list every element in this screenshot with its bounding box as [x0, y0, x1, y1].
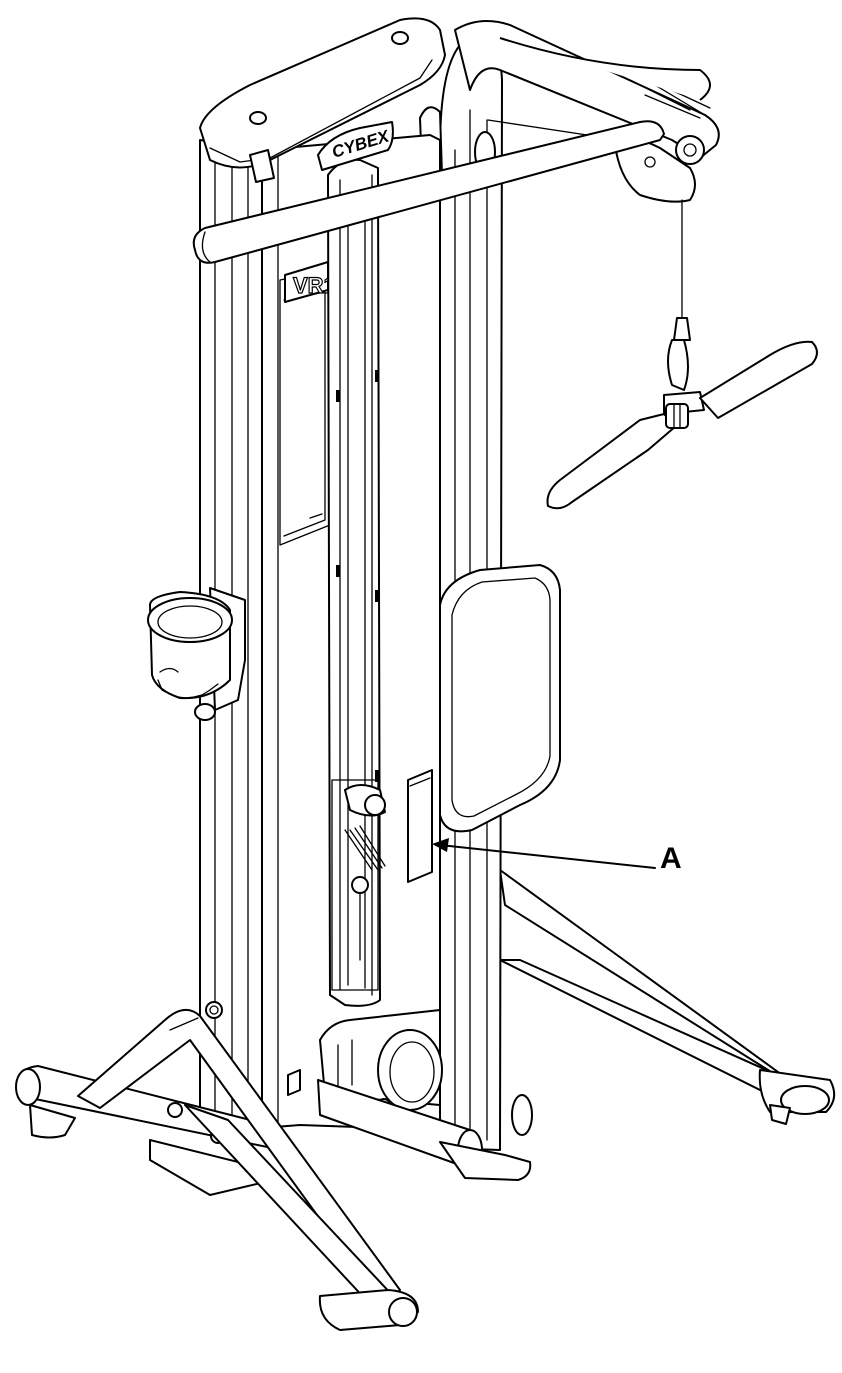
lat-bar	[546, 317, 818, 510]
front-leg	[77, 1001, 419, 1331]
callout-label-a: A	[660, 842, 682, 875]
back-pad	[439, 564, 561, 833]
center-shroud: VR1	[261, 134, 441, 1131]
accessory-holder	[147, 587, 246, 721]
rear-leg	[499, 869, 836, 1125]
warning-label-plate	[407, 769, 433, 883]
front-crossbar	[192, 120, 665, 264]
lower-pulley-housing	[317, 1009, 533, 1181]
callout-a: A	[432, 838, 682, 875]
top-cap: CYBEX	[199, 17, 446, 183]
